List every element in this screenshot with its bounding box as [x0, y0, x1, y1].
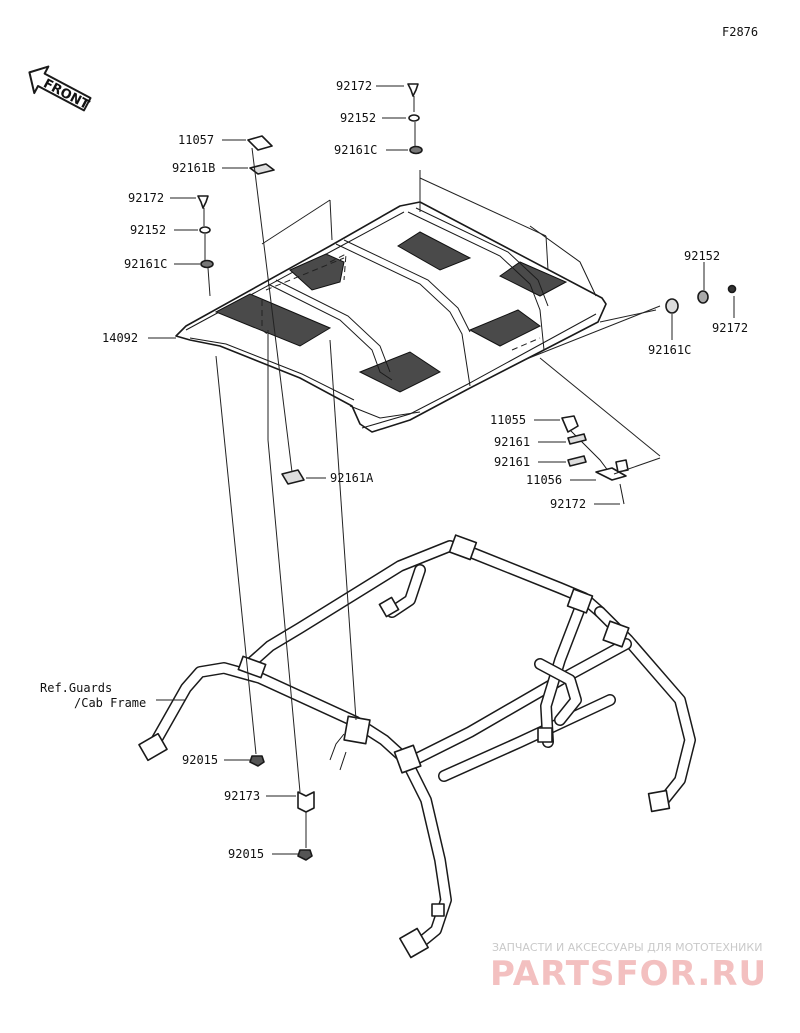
roof-14092	[175, 201, 607, 433]
reference-label-line1: Ref.Guards	[40, 681, 112, 695]
bracket-set	[561, 415, 629, 505]
callout-92161-a: 92161	[494, 435, 530, 449]
watermark-tagline: ЗАПЧАСТИ И АКСЕССУАРЫ ДЛЯ МОТОТЕХНИКИ	[492, 941, 762, 954]
callout-11057: 11057	[178, 133, 214, 147]
callout-92161-b: 92161	[494, 455, 530, 469]
reference-label-line2: /Cab Frame	[74, 696, 146, 710]
callout-92152-left: 92152	[130, 223, 166, 237]
pad-92161B	[249, 163, 275, 175]
figure-code: F2876	[722, 25, 758, 39]
callout-92152-right: 92152	[684, 249, 720, 263]
hardware-top	[407, 83, 423, 155]
callout-92161C-top: 92161C	[334, 143, 377, 157]
nut-92015-a	[249, 755, 265, 767]
front-arrow-icon: FRONT	[28, 65, 92, 113]
callout-92172-right: 92172	[712, 321, 748, 335]
watermark-brand: PARTSFOR.RU	[490, 954, 767, 994]
callout-92172-top: 92172	[336, 79, 372, 93]
callout-92161C-left: 92161C	[124, 257, 167, 271]
callout-92172-left: 92172	[128, 191, 164, 205]
pad-92161A	[281, 469, 305, 485]
callout-11056: 11056	[526, 473, 562, 487]
callout-92161B: 92161B	[172, 161, 215, 175]
hardware-right	[665, 284, 737, 314]
callout-14092: 14092	[102, 331, 138, 345]
clamp-92173	[297, 791, 315, 813]
cab-frame	[138, 534, 696, 959]
leader-lines	[148, 85, 735, 855]
callout-92015-b: 92015	[228, 847, 264, 861]
callout-92161A: 92161A	[330, 471, 374, 485]
front-label: FRONT	[41, 76, 92, 113]
hardware-left	[197, 195, 214, 269]
callout-92161C-right: 92161C	[648, 343, 691, 357]
callout-92015-a: 92015	[182, 753, 218, 767]
clip-11057	[247, 135, 273, 151]
nut-92015-b	[297, 849, 313, 861]
callout-92172-lower: 92172	[550, 497, 586, 511]
callout-92173: 92173	[224, 789, 260, 803]
callout-11055: 11055	[490, 413, 526, 427]
callout-92152-top: 92152	[340, 111, 376, 125]
